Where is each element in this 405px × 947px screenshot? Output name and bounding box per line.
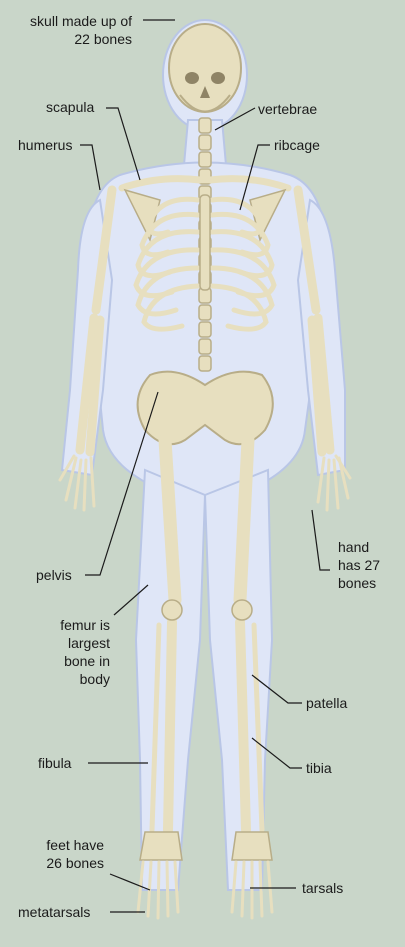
left-kneecap (162, 600, 182, 620)
fibula-label: fibula (38, 754, 71, 772)
sternum (200, 195, 210, 290)
skull-label: skull made up of 22 bones (4, 12, 132, 48)
femur-label: femur is largest bone in body (20, 616, 110, 688)
skull (169, 24, 241, 112)
right-kneecap (232, 600, 252, 620)
ribcage-label: ribcage (274, 136, 320, 154)
metatarsals-label: metatarsals (18, 903, 90, 921)
tibia-label: tibia (306, 759, 332, 777)
scapula-label: scapula (46, 98, 94, 116)
pelvis-label: pelvis (36, 566, 72, 584)
patella-label: patella (306, 694, 347, 712)
hand-label: hand has 27 bones (338, 538, 380, 592)
feet-label: feet have 26 bones (10, 836, 104, 872)
vertebrae-label: vertebrae (258, 100, 317, 118)
tarsals-label: tarsals (302, 879, 343, 897)
humerus-label: humerus (18, 136, 72, 154)
